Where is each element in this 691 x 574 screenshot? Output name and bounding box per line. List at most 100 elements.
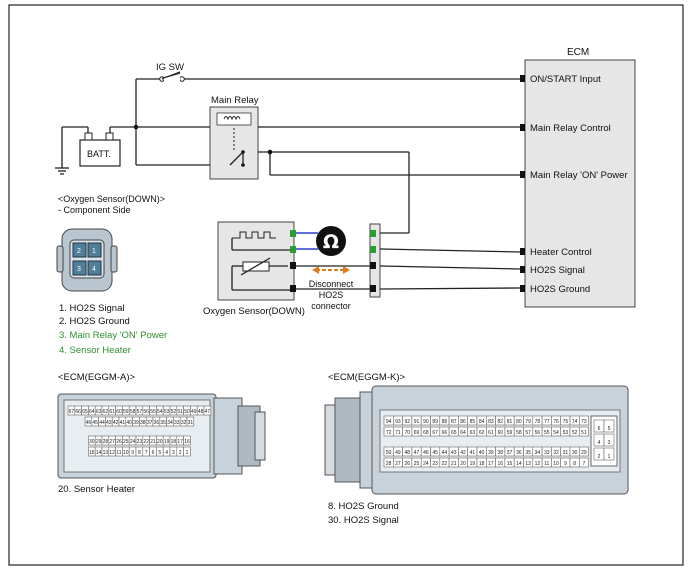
- ecm-a-note: 20. Sensor Heater: [58, 484, 135, 495]
- pin-number: 42: [460, 450, 466, 456]
- pin-number: 52: [572, 430, 578, 436]
- pin-number: 87: [451, 419, 457, 425]
- pin-number: 29: [96, 439, 102, 445]
- disconnect-text-1: Disconnect: [309, 279, 354, 289]
- pin-number: 63: [470, 430, 476, 436]
- pin-cell: [603, 419, 615, 433]
- pin-number: 84: [479, 419, 485, 425]
- pin-number: 26: [404, 461, 410, 467]
- pin-number: 62: [103, 409, 109, 415]
- pin-number: 42: [113, 420, 119, 426]
- ecm-k-note-2: 30. HO2S Signal: [328, 515, 399, 526]
- pin-number: 77: [544, 419, 550, 425]
- pin-number: 3: [608, 440, 611, 446]
- pin-number: 61: [488, 430, 494, 436]
- pin-number: 6: [598, 426, 601, 432]
- pin-cell: [578, 426, 589, 437]
- pin-number: 43: [451, 450, 457, 456]
- pin-number: 51: [581, 430, 587, 436]
- pin-number: 31: [563, 450, 569, 456]
- pin-number: 30: [89, 439, 95, 445]
- pin-number: 75: [563, 419, 569, 425]
- sensor-title: <Oxygen Sensor(DOWN)>: [58, 194, 165, 204]
- pin-number: 65: [451, 430, 457, 436]
- pin-number: 71: [395, 430, 401, 436]
- sensor-connector: [56, 228, 118, 292]
- pin-cell: [203, 405, 212, 416]
- main-relay-label: Main Relay: [211, 95, 259, 106]
- pin-number: 19: [470, 461, 476, 467]
- pin-cell: [183, 435, 191, 446]
- pin-number: 20: [157, 439, 163, 445]
- pin-number: 8: [138, 450, 141, 456]
- pin-number: 80: [516, 419, 522, 425]
- pin-number: 60: [497, 430, 503, 436]
- pin-number: 45: [432, 450, 438, 456]
- pin-number: 58: [130, 409, 136, 415]
- pin-number: 55: [150, 409, 156, 415]
- pin-number: 57: [137, 409, 143, 415]
- pin-number: 64: [89, 409, 95, 415]
- sensor-pin-legend-4: 4. Sensor Heater: [59, 345, 131, 356]
- pin-number: 27: [395, 461, 401, 467]
- pin-number: 6: [152, 450, 155, 456]
- pin-number: 49: [191, 409, 197, 415]
- pin-number: 60: [116, 409, 122, 415]
- ecm-k-title: <ECM(EGGM-K)>: [328, 372, 406, 383]
- pin-number: 67: [69, 409, 75, 415]
- pin-number: 13: [103, 450, 109, 456]
- pin-number: 24: [130, 439, 136, 445]
- pin-number: 39: [133, 420, 139, 426]
- pin-number: 57: [525, 430, 531, 436]
- pin-number: 78: [535, 419, 541, 425]
- pin-number: 47: [205, 409, 211, 415]
- pin-number: 14: [96, 450, 102, 456]
- pin-number: 59: [123, 409, 129, 415]
- battery-label: BATT.: [87, 149, 111, 159]
- ig-switch: [136, 71, 520, 82]
- intermediate-connector: [369, 223, 381, 298]
- pin-number: 44: [442, 450, 448, 456]
- pin-number: 83: [488, 419, 494, 425]
- pin-number: 37: [507, 450, 513, 456]
- pin-number: 39: [488, 450, 494, 456]
- pin-number: 41: [120, 420, 126, 426]
- disconnect-text-2: HO2S: [319, 290, 344, 300]
- pin-number: 33: [174, 420, 180, 426]
- pin-number: 46: [423, 450, 429, 456]
- pin-number: 25: [123, 439, 129, 445]
- pin-number: 86: [460, 419, 466, 425]
- pin-number: 35: [160, 420, 166, 426]
- pin-number: 34: [167, 420, 173, 426]
- pin-number: 85: [470, 419, 476, 425]
- pin-number: 41: [470, 450, 476, 456]
- pin-number: 24: [423, 461, 429, 467]
- diagram-frame: [8, 4, 684, 566]
- pin-cell: [186, 416, 195, 427]
- pin-cell: [603, 447, 615, 461]
- pin-number: 46: [86, 420, 92, 426]
- pin-number: 16: [184, 439, 190, 445]
- pin-number: 2: [179, 450, 182, 456]
- pin-number: 48: [404, 450, 410, 456]
- pin-number: 3: [172, 450, 175, 456]
- connector-pin-4: 4: [92, 266, 96, 273]
- sensor-side-pins: [290, 230, 296, 292]
- pin-number: 15: [507, 461, 513, 467]
- pin-number: 4: [165, 450, 168, 456]
- pin-number: 92: [404, 419, 410, 425]
- pin-number: 19: [164, 439, 170, 445]
- pin-number: 76: [553, 419, 559, 425]
- pin-number: 63: [96, 409, 102, 415]
- pin-number: 13: [525, 461, 531, 467]
- pin-number: 61: [109, 409, 115, 415]
- pin-number: 9: [131, 450, 134, 456]
- ecm-k-note-1: 8. HO2S Ground: [328, 501, 399, 512]
- ecm-pin-heater-control: Heater Control: [530, 247, 592, 258]
- pin-number: 8: [573, 461, 576, 467]
- ecm-pin-relay-control: Main Relay Control: [530, 123, 611, 134]
- pin-number: 17: [177, 439, 183, 445]
- pin-number: 5: [158, 450, 161, 456]
- ig-sw-label: IG SW: [156, 62, 184, 73]
